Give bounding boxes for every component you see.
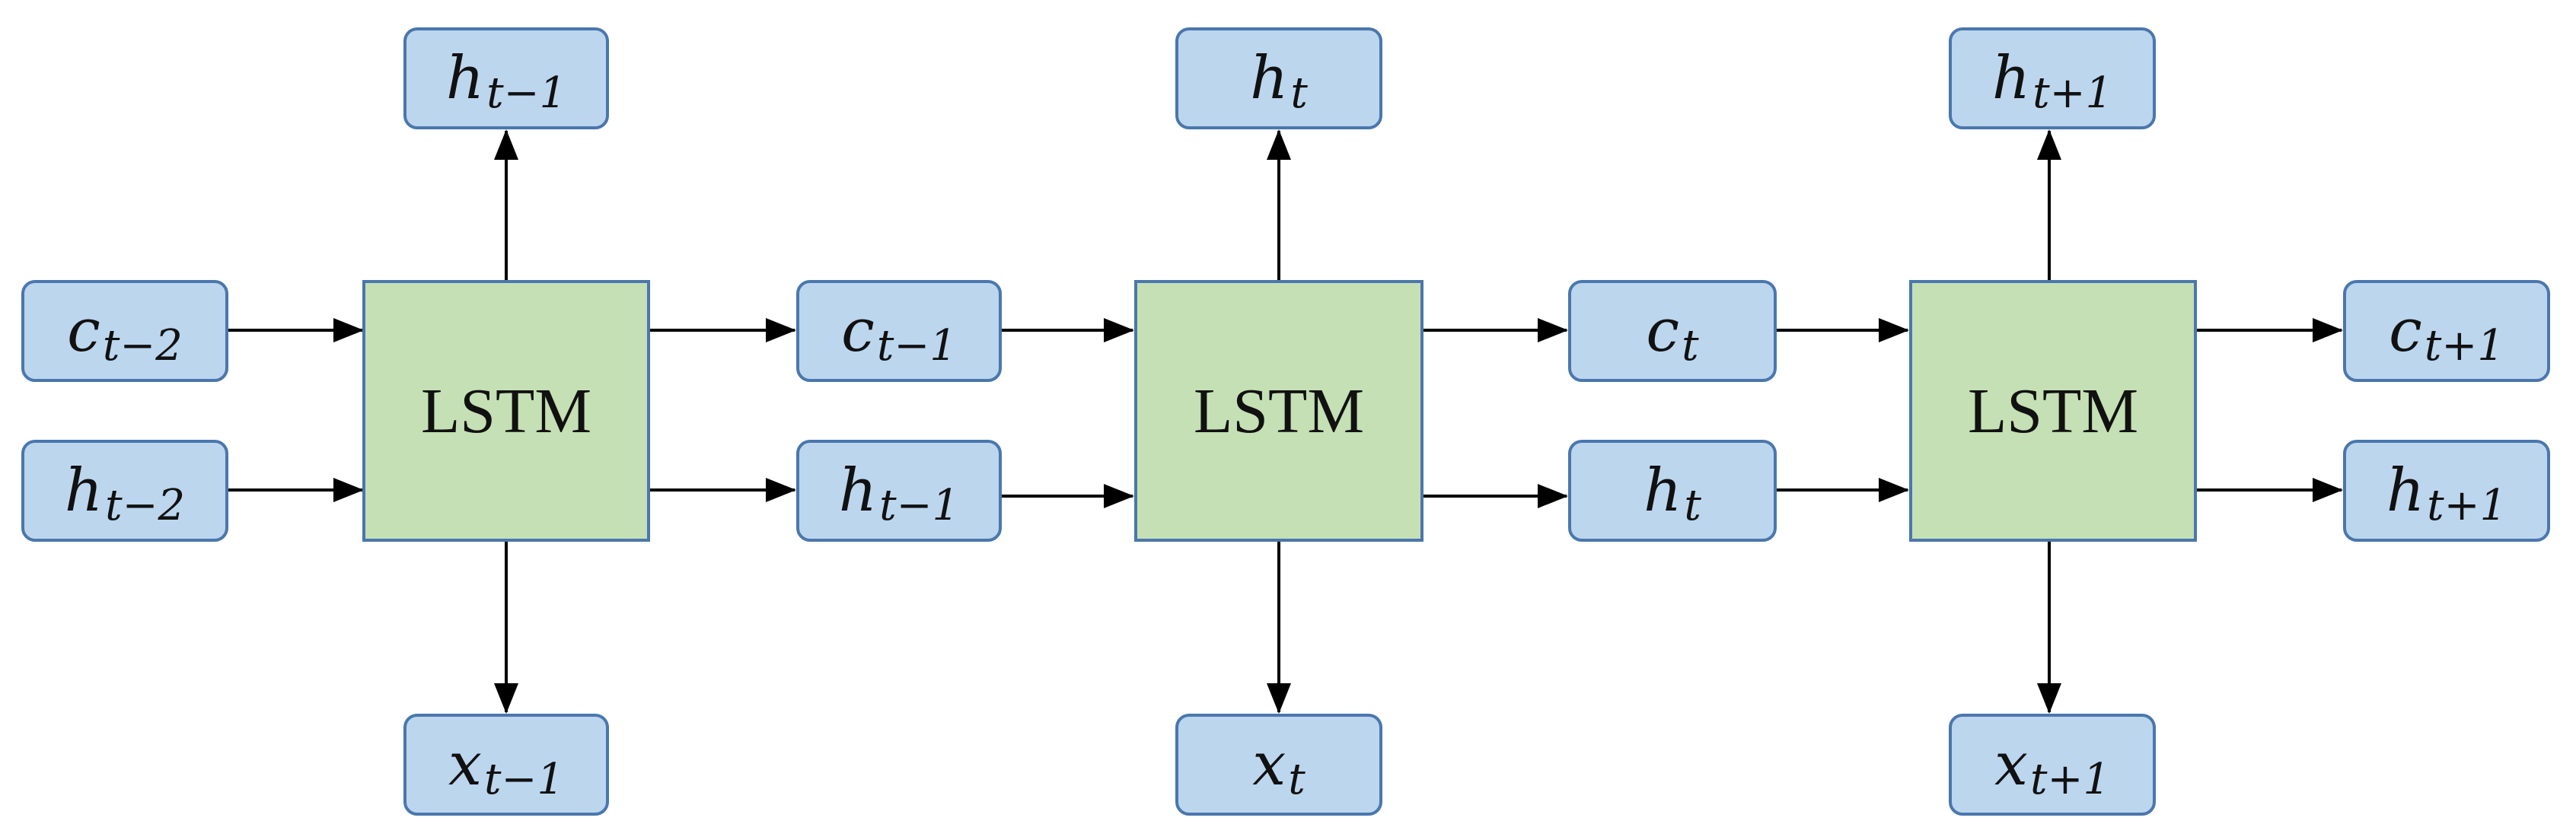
node-h-t-minus-1-top-base: h xyxy=(445,44,485,113)
node-x-t-minus-1-sub: t−1 xyxy=(483,755,565,804)
node-c-t-sub: t xyxy=(1682,321,1699,371)
node-x-t-base: x xyxy=(1252,730,1286,799)
node-c-t-minus-2-base: c xyxy=(67,297,100,365)
node-h-t-plus-1-right-base: h xyxy=(2386,457,2425,525)
node-c-t-base: c xyxy=(1646,297,1680,365)
node-x-t-plus-1-sub: t+1 xyxy=(2029,755,2111,804)
node-c-t-plus-1-base: c xyxy=(2389,297,2422,365)
node-x-t-minus-1-base: x xyxy=(448,730,482,799)
node-h-t-plus-1-right-sub: t+1 xyxy=(2427,481,2507,530)
node-c-t-minus-1-sub: t−1 xyxy=(876,321,957,371)
node-h-t-minus-1-mid-sub: t−1 xyxy=(879,481,960,530)
node-h-t-minus-2-sub: t−2 xyxy=(105,481,186,530)
node-h-t-plus-1-top-base: h xyxy=(1991,44,2031,113)
lstm-cell-2: LSTM xyxy=(1134,280,1423,542)
node-x-t-sub: t xyxy=(1288,755,1306,804)
lstm-cell-1: LSTM xyxy=(362,280,650,542)
node-h-t-top-base: h xyxy=(1250,44,1289,113)
lstm-cell-3: LSTM xyxy=(1909,280,2197,542)
lstm-cell-3-label: LSTM xyxy=(1967,375,2139,447)
node-h-t-mid-sub: t xyxy=(1684,481,1701,530)
lstm-cell-2-label: LSTM xyxy=(1193,375,1365,447)
node-c-t-plus-1-sub: t+1 xyxy=(2424,321,2504,371)
node-c-t-minus-2-sub: t−2 xyxy=(102,321,183,371)
node-h-t-top-sub: t xyxy=(1290,68,1308,118)
lstm-cell-1-label: LSTM xyxy=(420,375,592,447)
node-h-t-mid-base: h xyxy=(1643,457,1682,525)
node-h-t-plus-1-top-sub: t+1 xyxy=(2032,68,2113,118)
node-x-t-plus-1-base: x xyxy=(1994,730,2028,799)
node-h-t-minus-1-top-sub: t−1 xyxy=(486,68,567,118)
node-h-t-minus-1-mid-base: h xyxy=(838,457,878,525)
node-c-t-minus-1-base: c xyxy=(841,297,875,365)
node-h-t-minus-2-base: h xyxy=(64,457,104,525)
